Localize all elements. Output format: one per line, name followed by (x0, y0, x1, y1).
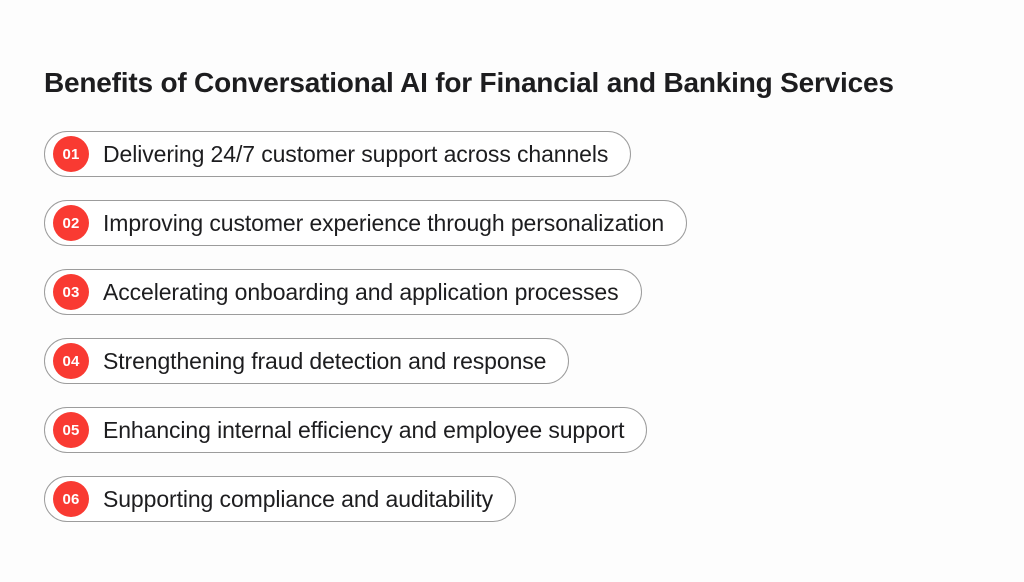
item-label: Delivering 24/7 customer support across … (103, 141, 609, 167)
item-number-badge: 03 (53, 274, 89, 310)
item-number-badge: 06 (53, 481, 89, 517)
item-number-badge: 05 (53, 412, 89, 448)
list-item: 04 Strengthening fraud detection and res… (44, 338, 570, 384)
item-number-badge: 01 (53, 136, 89, 172)
item-number-badge: 02 (53, 205, 89, 241)
list-item: 05 Enhancing internal efficiency and emp… (44, 407, 648, 453)
list-item: 01 Delivering 24/7 customer support acro… (44, 131, 632, 177)
page-title: Benefits of Conversational AI for Financ… (44, 66, 894, 98)
item-label: Supporting compliance and auditability (103, 486, 494, 512)
item-label: Accelerating onboarding and application … (103, 279, 619, 305)
benefits-list: 01 Delivering 24/7 customer support acro… (44, 131, 688, 522)
list-item: 03 Accelerating onboarding and applicati… (44, 269, 642, 315)
list-item: 06 Supporting compliance and auditabilit… (44, 476, 517, 522)
item-label: Enhancing internal efficiency and employ… (103, 417, 625, 443)
item-label: Strengthening fraud detection and respon… (103, 348, 547, 374)
item-number-badge: 04 (53, 343, 89, 379)
item-label: Improving customer experience through pe… (103, 210, 665, 236)
list-item: 02 Improving customer experience through… (44, 200, 688, 246)
